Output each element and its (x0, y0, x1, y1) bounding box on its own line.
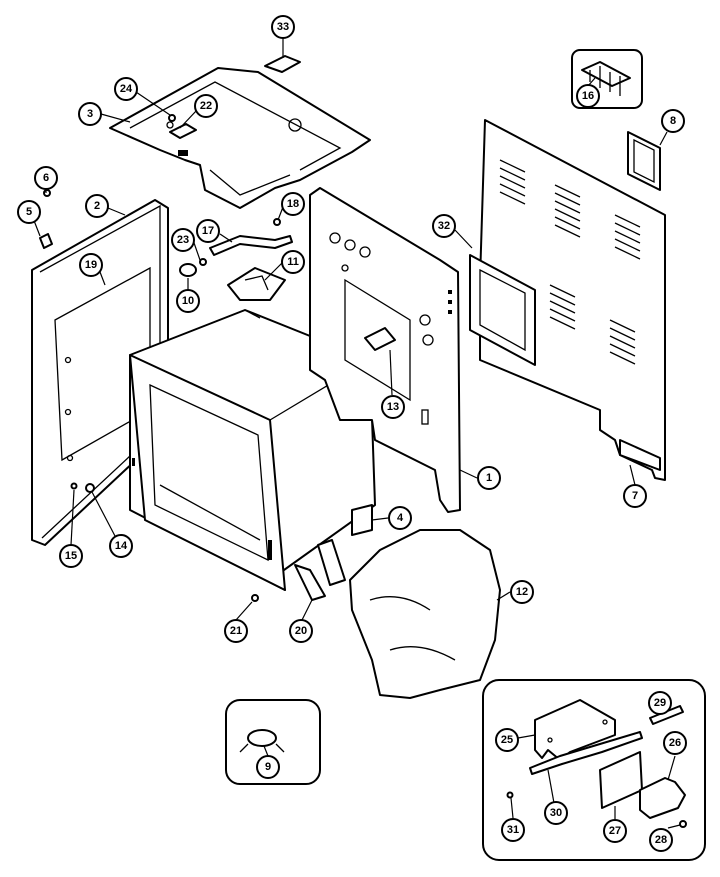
insulation-blanket (349, 529, 501, 699)
svg-text:27: 27 (609, 825, 621, 837)
callout-22: 22 (194, 94, 218, 118)
svg-text:19: 19 (85, 259, 97, 271)
svg-text:15: 15 (65, 550, 77, 562)
left-small-fasteners (70, 482, 95, 493)
callout-14: 14 (109, 534, 133, 558)
back-panel-vents (499, 159, 641, 365)
callout-1: 1 (477, 466, 501, 490)
svg-text:1: 1 (486, 472, 492, 484)
svg-text:11: 11 (287, 256, 299, 268)
callout-30: 30 (544, 801, 568, 825)
callout-17: 17 (196, 219, 220, 243)
svg-text:33: 33 (277, 21, 289, 33)
svg-text:26: 26 (669, 737, 681, 749)
svg-text:28: 28 (655, 834, 667, 846)
callout-4: 4 (388, 506, 412, 530)
callout-15: 15 (59, 544, 83, 568)
svg-text:13: 13 (387, 401, 399, 413)
svg-text:17: 17 (202, 225, 214, 237)
svg-text:18: 18 (287, 198, 299, 210)
svg-text:3: 3 (87, 108, 93, 120)
svg-text:12: 12 (516, 586, 528, 598)
right-side-panel (309, 187, 461, 513)
callout-28: 28 (649, 828, 673, 852)
callout-8: 8 (661, 109, 685, 133)
inset-lock-assembly (482, 679, 706, 861)
callout-20: 20 (289, 619, 313, 643)
svg-text:20: 20 (295, 625, 307, 637)
door-hinge (251, 539, 346, 602)
callout-10: 10 (176, 289, 200, 313)
svg-text:2: 2 (94, 200, 100, 212)
callout-21: 21 (224, 619, 248, 643)
callout-31: 31 (501, 818, 525, 842)
top-trim-cap (264, 55, 301, 73)
vent-frame (627, 131, 661, 191)
svg-text:32: 32 (438, 220, 450, 232)
svg-text:10: 10 (182, 295, 194, 307)
back-panel (469, 119, 666, 481)
callout-29: 29 (648, 691, 672, 715)
svg-text:22: 22 (200, 100, 212, 112)
callout-27: 27 (603, 819, 627, 843)
callout-25: 25 (495, 728, 519, 752)
svg-text:25: 25 (501, 734, 513, 746)
side-screws (39, 189, 53, 249)
callout-26: 26 (663, 731, 687, 755)
callout-24: 24 (114, 77, 138, 101)
inset-thermostat (225, 699, 321, 785)
svg-text:16: 16 (582, 90, 594, 102)
callout-11: 11 (281, 250, 305, 274)
callout-7: 7 (623, 484, 647, 508)
svg-text:31: 31 (507, 824, 519, 836)
callout-23: 23 (171, 228, 195, 252)
callout-2: 2 (85, 194, 109, 218)
callout-19: 19 (79, 253, 103, 277)
svg-text:30: 30 (550, 807, 562, 819)
svg-text:14: 14 (115, 540, 128, 552)
svg-text:29: 29 (654, 697, 666, 709)
callout-12: 12 (510, 580, 534, 604)
side-bracket (351, 504, 373, 536)
svg-text:4: 4 (397, 512, 404, 524)
svg-text:8: 8 (670, 115, 676, 127)
callout-3: 3 (78, 102, 102, 126)
callout-33: 33 (271, 15, 295, 39)
callout-5: 5 (17, 200, 41, 224)
svg-text:9: 9 (265, 761, 271, 773)
callout-18: 18 (281, 192, 305, 216)
svg-text:23: 23 (177, 234, 189, 246)
callout-16: 16 (576, 84, 600, 108)
svg-text:24: 24 (120, 83, 133, 95)
callout-13: 13 (381, 395, 405, 419)
svg-text:5: 5 (26, 206, 32, 218)
callout-32: 32 (432, 214, 456, 238)
svg-text:21: 21 (230, 625, 242, 637)
top-panel (109, 67, 371, 209)
callout-6: 6 (34, 166, 58, 190)
callout-9: 9 (256, 755, 280, 779)
svg-text:6: 6 (43, 172, 49, 184)
svg-text:7: 7 (632, 490, 638, 502)
callouts: 1 2 3 4 5 6 7 8 9 10 11 12 13 14 15 (17, 15, 687, 852)
